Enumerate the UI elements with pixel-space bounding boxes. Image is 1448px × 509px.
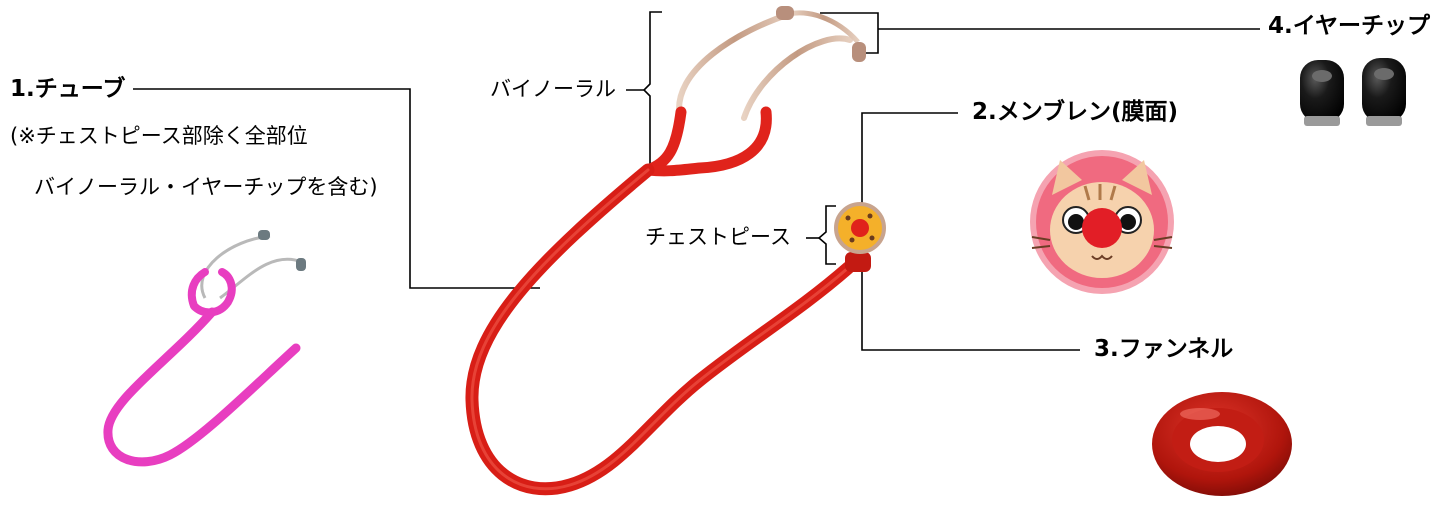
- binaural-brace: [644, 12, 662, 168]
- tube-note-line1: (※チェストピース部除く全部位: [10, 126, 308, 147]
- membrane-image: [1030, 150, 1174, 294]
- eartip-label: 4.イヤーチップ: [1268, 15, 1430, 38]
- membrane-label: 2.メンブレン(膜面): [972, 101, 1178, 124]
- eartips-image: [1300, 58, 1406, 126]
- funnel-leader-line: [862, 268, 1080, 350]
- pink-stethoscope-image: [108, 230, 306, 462]
- binaural-label: バイノーラル: [490, 79, 616, 100]
- membrane-leader-line: [862, 113, 958, 222]
- funnel-label: 3.ファンネル: [1094, 338, 1233, 361]
- chestpiece-label: チェストピース: [645, 227, 791, 248]
- funnel-image: [1152, 392, 1292, 496]
- chestpiece-brace: [819, 206, 836, 264]
- tube-label: 1.チューブ: [10, 78, 125, 101]
- tube-note-line2: バイノーラル・イヤーチップを含む): [34, 177, 378, 198]
